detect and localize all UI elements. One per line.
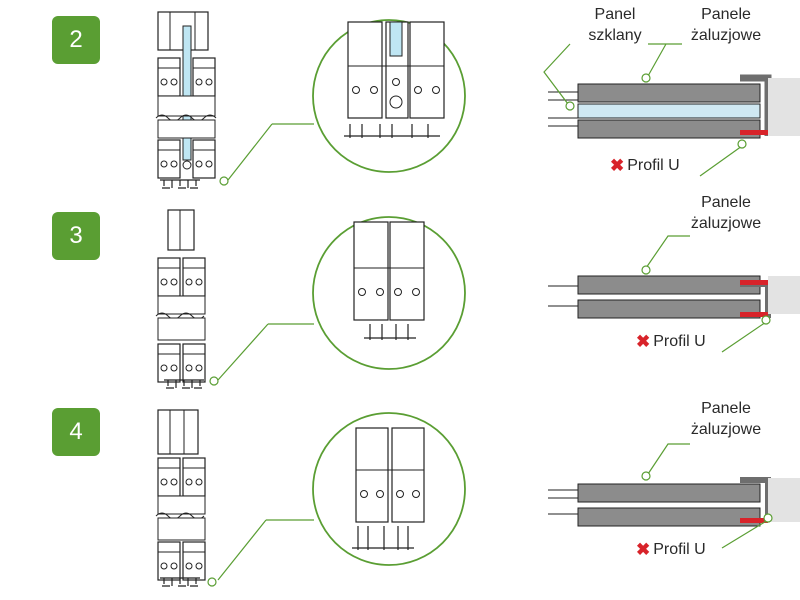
- label-louvre-panels: Panele żaluzjowe: [690, 400, 762, 438]
- step-badge-3: 3: [52, 212, 100, 260]
- label-u-profile: ✖ Profil U: [636, 332, 706, 351]
- section-3-cross-section: [548, 275, 800, 319]
- step-badge-4: 4: [52, 408, 100, 456]
- x-mark-icon: ✖: [636, 540, 651, 559]
- section-2-cross-section: [548, 74, 800, 139]
- section-2-side-view: [155, 11, 217, 189]
- section-2-zoom-detail: [312, 19, 466, 173]
- label-louvre-panels: Panele żaluzjowe: [690, 6, 762, 44]
- x-mark-icon: ✖: [636, 332, 651, 351]
- label-u-profile: ✖ Profil U: [610, 156, 680, 175]
- step-badge-2: 2: [52, 16, 100, 64]
- section-4-cross-section: [548, 477, 800, 527]
- section-3-zoom-detail: [312, 216, 466, 370]
- label-glass-panel: Panel szklany: [588, 6, 642, 44]
- x-mark-icon: ✖: [610, 156, 625, 175]
- label-u-profile: ✖ Profil U: [636, 540, 706, 559]
- section-3-side-view: [155, 209, 206, 389]
- section-4-zoom-detail: [312, 412, 466, 566]
- label-louvre-panels: Panele żaluzjowe: [690, 194, 762, 232]
- section-4-side-view: [155, 409, 206, 587]
